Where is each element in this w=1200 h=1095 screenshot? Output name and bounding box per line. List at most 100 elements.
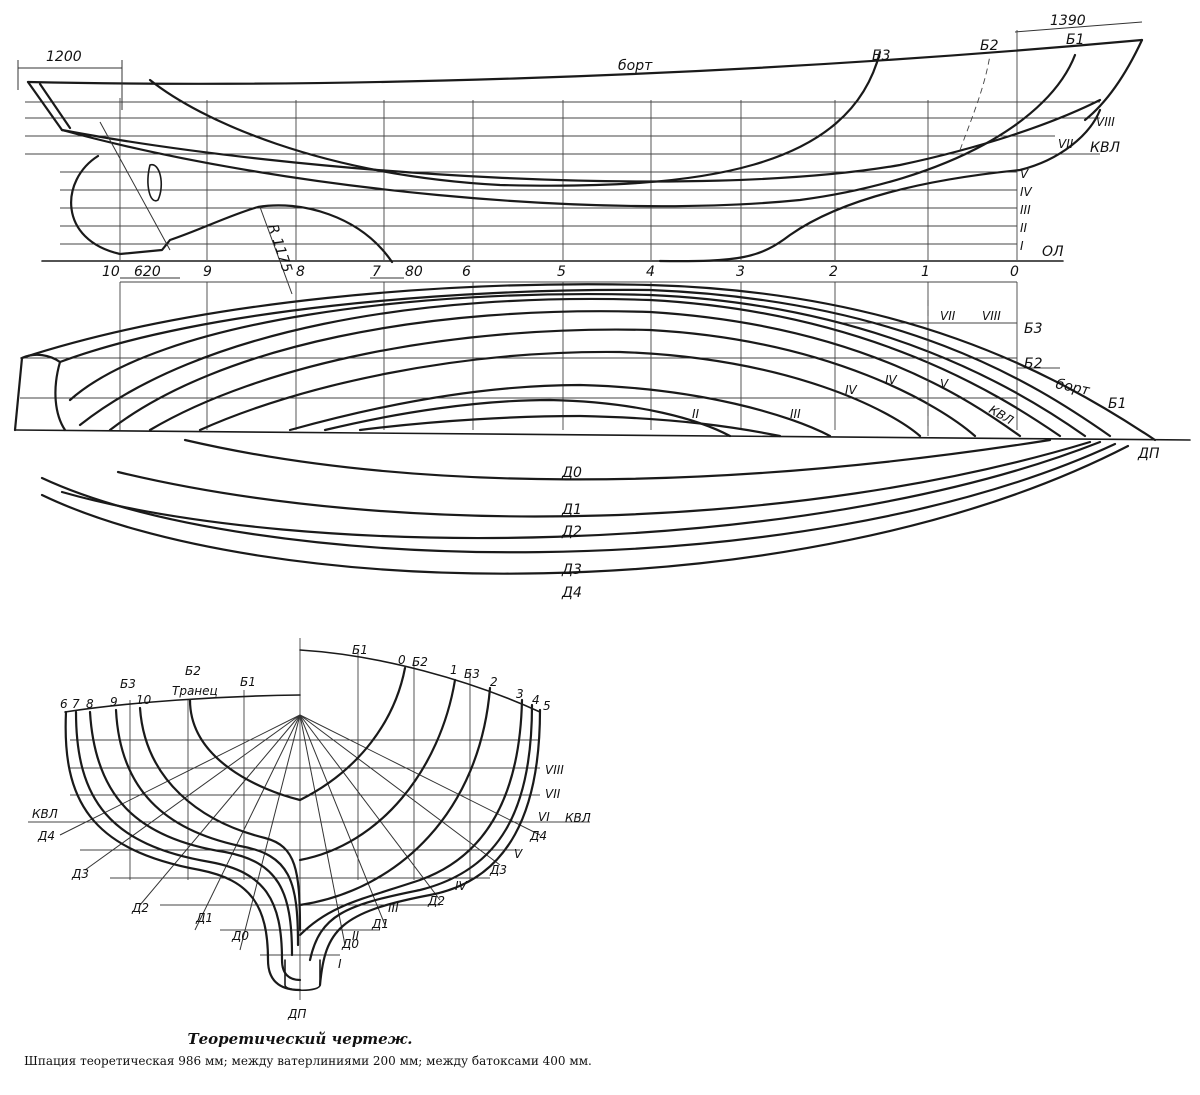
section-4 (308, 703, 534, 962)
section-5 (318, 708, 542, 987)
wl-label-i: I (1020, 239, 1024, 253)
body-label-9: 9 (110, 695, 118, 709)
body-label-4: 4 (532, 693, 540, 707)
station-6: 6 (462, 264, 471, 280)
body-label-1: 1 (450, 663, 458, 677)
profile-propeller-aperture (147, 164, 162, 202)
dimension-1200-label: 1200 (46, 49, 82, 65)
station-3: 3 (736, 264, 745, 280)
body-wl-vii: VII (545, 787, 561, 801)
profile-label-b3: Б3 (872, 48, 891, 64)
hb-wl-i (358, 414, 782, 438)
body-kvl-left: КВЛ (32, 807, 58, 821)
wl-label-ii: II (1020, 221, 1028, 235)
dimension-80: 80 (370, 264, 423, 280)
sheer-label: борт (618, 58, 653, 74)
section-9 (114, 708, 300, 947)
profile-transom (26, 80, 72, 132)
body-wl-iii: III (388, 901, 399, 915)
body-label-7: 7 (72, 697, 80, 711)
diag-label-d0: Д0 (561, 465, 582, 481)
station-10: 10 (102, 264, 120, 280)
hb-wl-viii (68, 292, 1087, 438)
hb-label-b2: Б2 (1024, 356, 1043, 372)
caption-title: Теоретический чертеж. (187, 1030, 413, 1048)
dimension-1390-label: 1390 (1050, 13, 1086, 29)
body-label-0: 0 (398, 653, 406, 667)
section-transom (188, 698, 302, 802)
hb-label-vii: VII (940, 309, 956, 323)
diagonal-d4 (40, 444, 1130, 575)
profile-shaft-line (99, 121, 171, 251)
diag-label-d4: Д4 (561, 585, 582, 601)
hb-b1-line (58, 288, 1112, 438)
diag-label-d1: Д1 (561, 502, 582, 518)
profile-label-b1: Б1 (1066, 32, 1085, 48)
hb-label-bort: борт (1054, 376, 1092, 399)
profile-buttock-b3 (148, 50, 882, 187)
section-8 (88, 710, 294, 957)
diagonal-d3 (40, 442, 1117, 554)
station-7: 7 (372, 264, 381, 280)
body-diag-left-d2: Д2 (131, 901, 149, 915)
body-label-5: 5 (543, 699, 551, 713)
hb-curve-iv-b: IV (885, 373, 898, 387)
profile-buttock-b2 (959, 54, 991, 151)
profile-rudder (70, 154, 394, 264)
wl-label-iv: IV (1020, 185, 1033, 199)
body-wl-v: V (514, 847, 523, 861)
station-4: 4 (646, 264, 655, 280)
station-2: 2 (829, 264, 838, 280)
body-wl-iv: IV (455, 879, 468, 893)
section-0 (298, 666, 407, 802)
hb-curve-v: V (940, 377, 949, 391)
hb-wl-kvl (108, 310, 1022, 438)
wl-label-kvl: КВЛ (1090, 140, 1121, 156)
radius-label: R 1175 (264, 222, 295, 274)
station-1: 1 (921, 264, 930, 280)
transom-outline (13, 353, 67, 432)
profile-stem (1083, 38, 1144, 122)
hb-label-viii: VIII (982, 309, 1001, 323)
keel-box (284, 959, 321, 992)
body-diag-right-d2: Д2 (427, 894, 445, 908)
body-label-transom: Транец (172, 684, 218, 698)
hb-wl-vii (78, 297, 1062, 438)
diagonal-d2 (60, 440, 1102, 540)
station-0: 0 (1010, 264, 1019, 280)
body-diag-left-d0: Д0 (231, 929, 249, 943)
body-wl-vi: VI (538, 810, 550, 824)
half-breadth-plan: VII VIII Б3 Б2 борт Б1 ДП II III IV IV V… (13, 281, 1191, 462)
body-label-2: 2 (490, 675, 498, 689)
wl-label-vii: VII (1058, 137, 1074, 151)
hb-wl-v (148, 328, 977, 438)
body-label-6: 6 (60, 697, 68, 711)
half-breadth-grid (20, 281, 1060, 430)
section-7 (74, 710, 302, 982)
dimension-80-label: 80 (405, 264, 423, 280)
body-label-b2-right: Б2 (412, 655, 428, 669)
body-label-8: 8 (86, 697, 94, 711)
section-1 (298, 678, 457, 862)
station-9: 9 (203, 264, 212, 280)
body-deck-right (299, 649, 541, 713)
body-diag-right-d3: Д3 (489, 863, 507, 877)
body-label-10: 10 (136, 693, 152, 707)
body-diag-left-d3: Д3 (71, 867, 89, 881)
profile-waterline-grid (25, 101, 1100, 262)
body-label-b3-right: Б3 (464, 667, 480, 681)
body-kvl-right: КВЛ (565, 811, 591, 825)
diagonal-d1 (116, 440, 1092, 518)
wl-label-iii: III (1020, 203, 1031, 217)
hb-deck-line (20, 283, 1157, 442)
body-diag-right-d4: Д4 (529, 829, 547, 843)
section-2 (298, 686, 492, 907)
dimension-620-label: 620 (134, 264, 161, 280)
dimension-1200: 1200 (17, 49, 123, 110)
hb-label-dp: ДП (1137, 446, 1160, 462)
hb-wl-iii (288, 383, 832, 438)
profile-buttock-b1 (60, 53, 1077, 208)
section-10 (138, 706, 302, 932)
dimension-radius: R 1175 (259, 206, 295, 295)
